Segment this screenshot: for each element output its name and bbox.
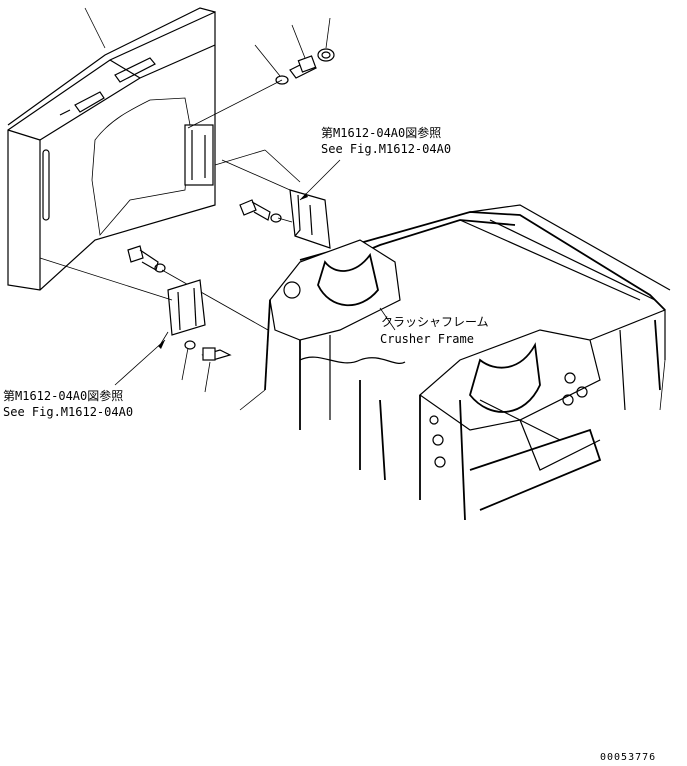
lower-bracket: [39, 245, 269, 393]
drawing-number: 00053776: [600, 752, 657, 763]
top-reference-jp: 第M1612-04A0図参照: [321, 126, 442, 140]
upper-plate: [214, 149, 331, 249]
crusher-frame-label-en: Crusher Frame: [380, 332, 474, 346]
left-reference-jp: 第M1612-04A0図参照: [3, 389, 124, 403]
crusher-frame: [239, 204, 671, 521]
upper-fasteners: [84, 7, 335, 129]
middle-bolt: [239, 199, 293, 223]
reference-leaders: [114, 159, 396, 386]
top-reference-en: See Fig.M1612-04A0: [321, 142, 452, 156]
crusher-frame-label-jp: クラッシャフレーム: [381, 315, 489, 329]
left-reference-en: See Fig.M1612-04A0: [3, 405, 134, 419]
cover-panel: [7, 7, 216, 291]
